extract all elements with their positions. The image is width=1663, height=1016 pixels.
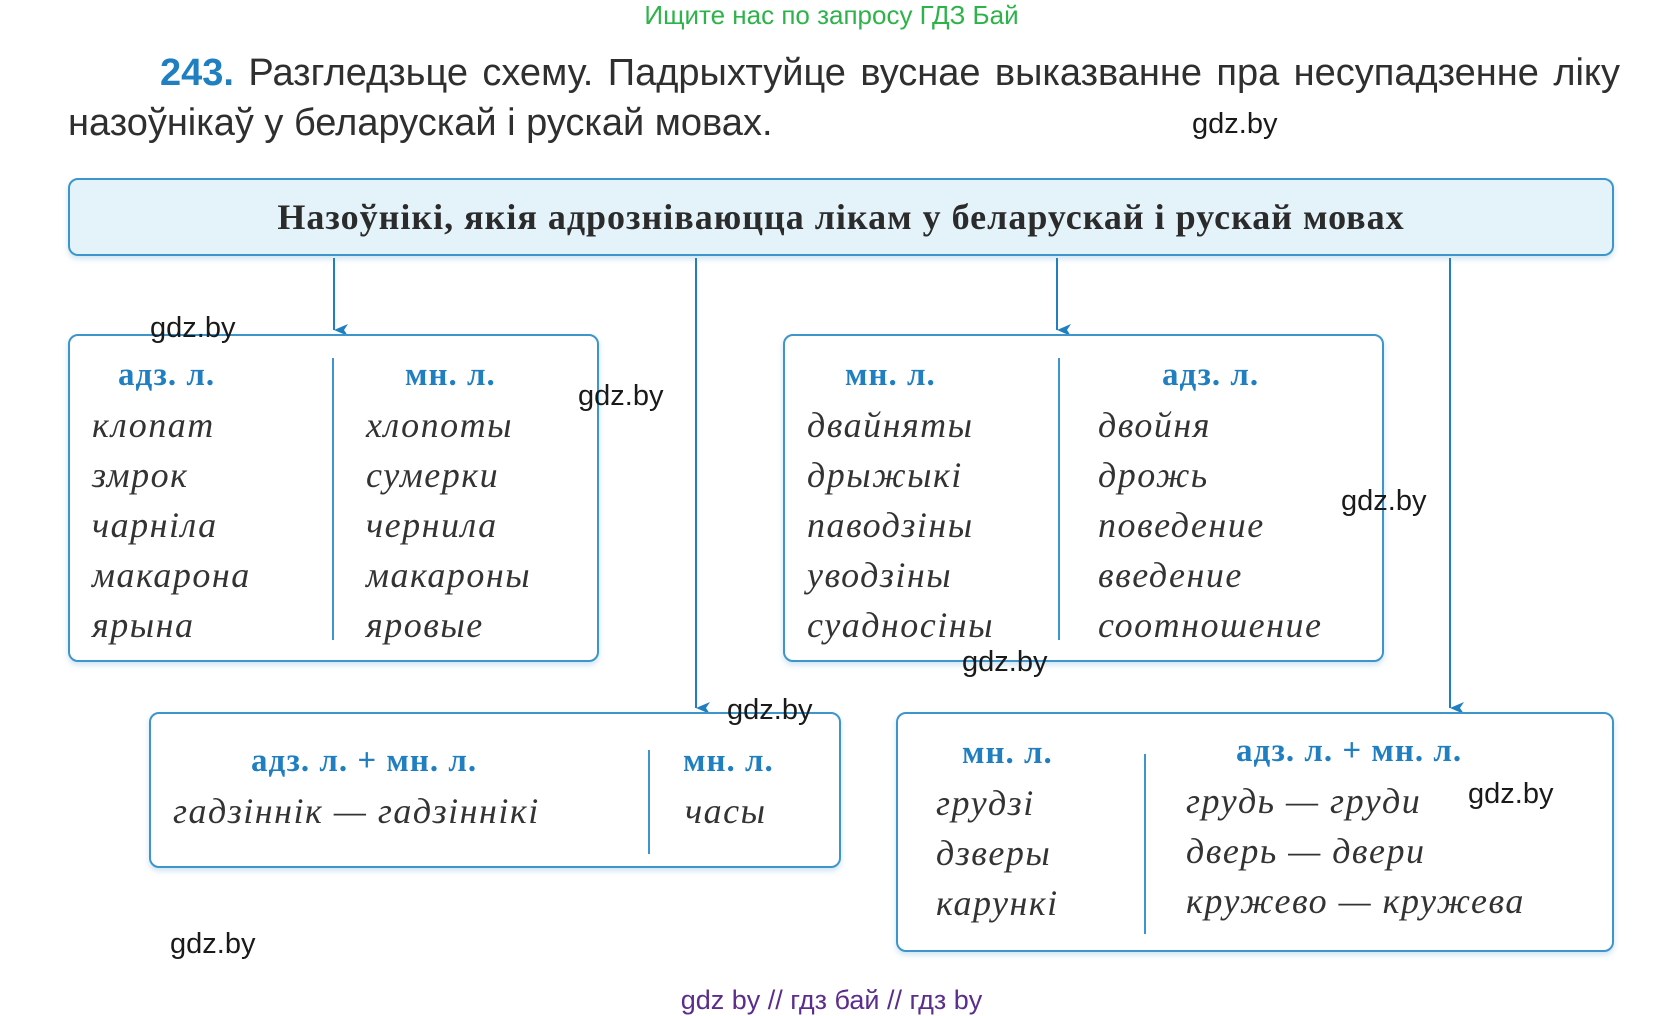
column-heading: адз. л. + мн. л.	[1236, 733, 1463, 769]
word-item: чарніла	[92, 505, 218, 545]
word-item: хлопоты	[366, 405, 513, 445]
word-item: дрожь	[1098, 455, 1209, 495]
box2-right-column: адз. л.	[1162, 350, 1259, 400]
scheme-title: Назоўнікі, якія адрозніваюцца лікам у бе…	[277, 197, 1405, 237]
word-item: введение	[1098, 555, 1243, 595]
word-item: грудзі	[936, 783, 1035, 823]
column-heading: адз. л. + мн. л.	[251, 743, 478, 779]
column-heading: адз. л.	[1162, 357, 1260, 393]
box4-left-words: грудзі дзверы карункі	[936, 778, 1059, 928]
box3-right-column: мн. л.	[683, 736, 774, 786]
word-item: часы	[685, 791, 767, 831]
watermark: gdz.by	[170, 928, 256, 960]
watermark: gdz.by	[962, 646, 1048, 678]
watermark: gdz.by	[727, 694, 813, 726]
column-heading: адз. л.	[118, 357, 216, 393]
box-singular-plural: адз. л. клопат змрок чарніла макарона яр…	[68, 334, 599, 662]
word-item: змрок	[92, 455, 189, 495]
column-divider	[1058, 358, 1060, 640]
word-item: карункі	[936, 883, 1059, 923]
task-number: 243.	[160, 52, 234, 94]
word-item: дрыжыкі	[807, 455, 963, 495]
column-heading: мн. л.	[683, 743, 774, 779]
box4-left-column: мн. л.	[962, 728, 1053, 778]
word-item: грудь — груди	[1186, 781, 1422, 821]
box3-left-column: адз. л. + мн. л.	[251, 736, 477, 786]
watermark: gdz.by	[1192, 108, 1278, 140]
column-divider	[648, 750, 650, 854]
watermark: gdz.by	[1341, 485, 1427, 517]
word-item: ярына	[92, 605, 195, 645]
box1-right-column: мн. л.	[405, 350, 496, 400]
scheme-header: Назоўнікі, якія адрозніваюцца лікам у бе…	[68, 178, 1614, 256]
word-item: чернила	[366, 505, 498, 545]
word-item: сумерки	[366, 455, 500, 495]
footer-watermark: gdz by // гдз бай // гдз by	[680, 985, 983, 1015]
word-item: двайняты	[807, 405, 974, 445]
column-heading: мн. л.	[845, 357, 936, 393]
box4-right-column: адз. л. + мн. л.	[1236, 726, 1462, 776]
column-divider	[332, 358, 334, 640]
column-heading: мн. л.	[405, 357, 496, 393]
box2-left-words: двайняты дрыжыкі паводзіны уводзіны суад…	[807, 400, 994, 650]
box3-right-words: часы	[685, 786, 767, 836]
word-item: поведение	[1098, 505, 1265, 545]
box1-left-column: адз. л.	[118, 350, 215, 400]
word-item: уводзіны	[807, 555, 953, 595]
column-divider	[1144, 754, 1146, 934]
task-text: Разгледзьце схему. Падрыхтуйце вуснае вы…	[68, 52, 1620, 144]
watermark: gdz.by	[578, 380, 664, 412]
word-item: гадзіннік — гадзіннікі	[173, 791, 540, 831]
watermark: gdz.by	[150, 312, 236, 344]
box-plural-singular: мн. л. двайняты дрыжыкі паводзіны уводзі…	[783, 334, 1384, 662]
word-item: дзверы	[936, 833, 1052, 873]
search-banner: Ищите нас по запросу ГДЗ Бай	[644, 0, 1019, 30]
word-item: яровые	[366, 605, 484, 645]
box2-left-column: мн. л.	[845, 350, 936, 400]
watermark: gdz.by	[1468, 778, 1554, 810]
box1-right-words: хлопоты сумерки чернила макароны яровые	[366, 400, 531, 650]
word-item: суадносіны	[807, 605, 995, 645]
box4-right-words: грудь — груди дверь — двери кружево — кр…	[1186, 776, 1525, 926]
word-item: соотношение	[1098, 605, 1323, 645]
word-item: кружево — кружева	[1186, 881, 1525, 921]
word-item: макарона	[92, 555, 251, 595]
box2-right-words: двойня дрожь поведение введение соотноше…	[1098, 400, 1322, 650]
box-singular-plural-combined: адз. л. + мн. л. гадзіннік — гадзіннікі …	[149, 712, 841, 868]
word-item: двойня	[1098, 405, 1211, 445]
word-item: клопат	[92, 405, 215, 445]
word-item: макароны	[366, 555, 532, 595]
word-item: паводзіны	[807, 505, 974, 545]
box-plural-combined: мн. л. грудзі дзверы карункі адз. л. + м…	[896, 712, 1614, 952]
box1-left-words: клопат змрок чарніла макарона ярына	[92, 400, 251, 650]
word-item: дверь — двери	[1186, 831, 1426, 871]
column-heading: мн. л.	[962, 735, 1053, 771]
box3-left-words: гадзіннік — гадзіннікі	[173, 786, 540, 836]
task-statement: 243. Разгледзьце схему. Падрыхтуйце вусн…	[68, 48, 1620, 148]
